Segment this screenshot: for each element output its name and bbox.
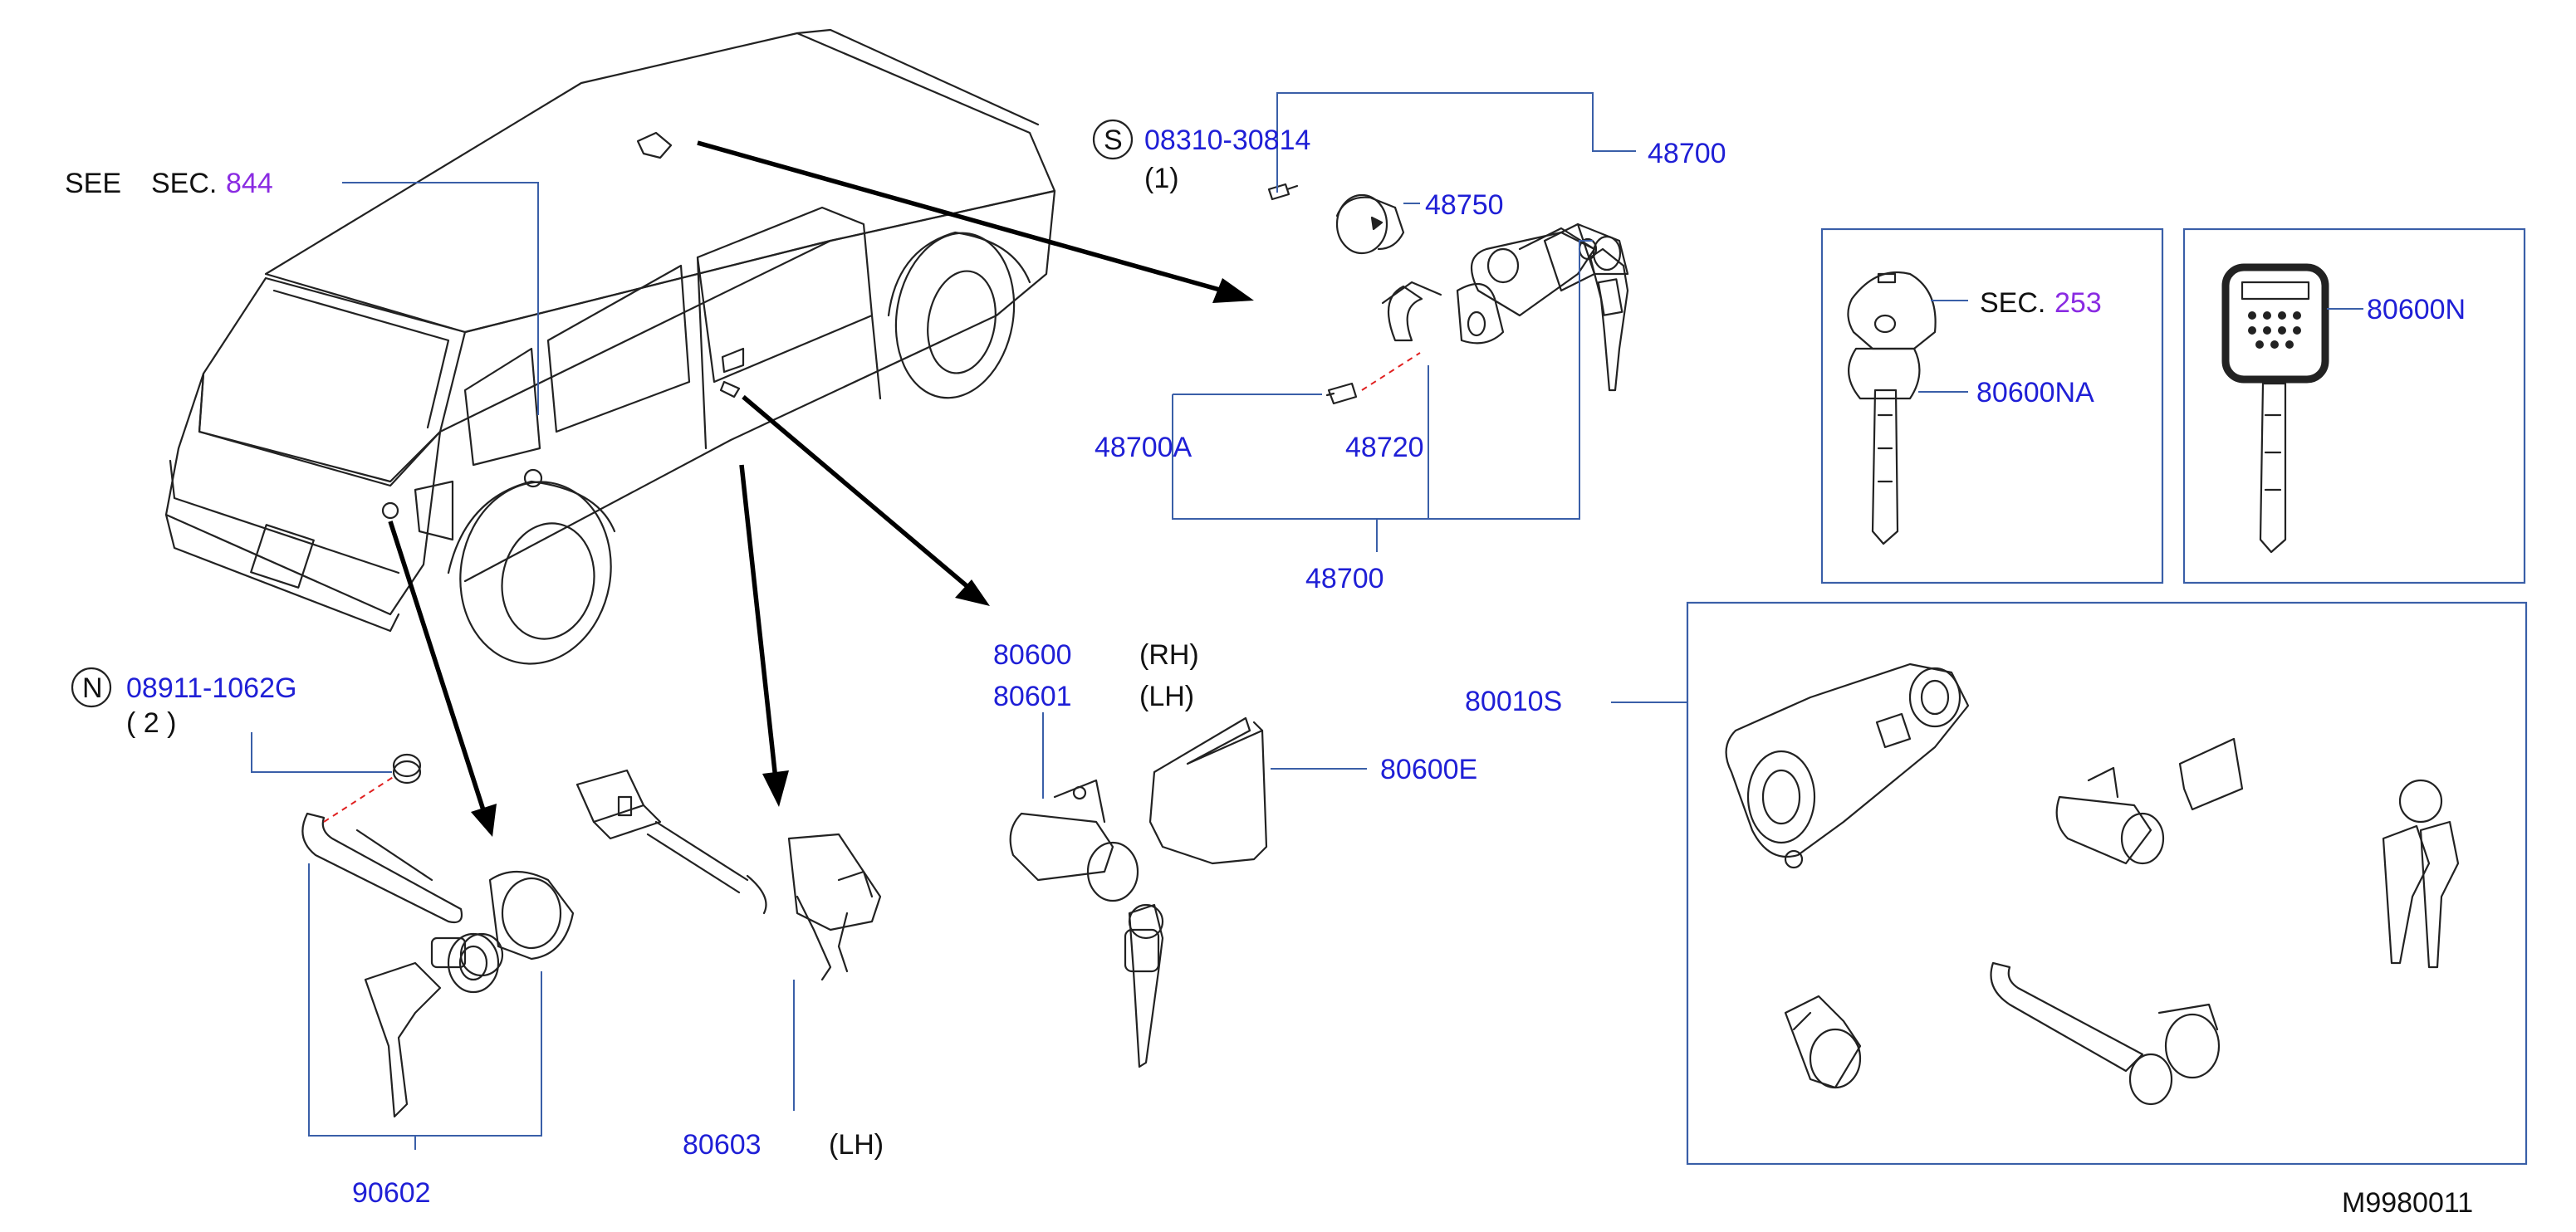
see-label: SEE [65, 168, 121, 199]
ignition-guide-line [1361, 352, 1421, 391]
part-48700-top[interactable]: 48700 [1648, 138, 1726, 169]
part-80601[interactable]: 80601 [993, 681, 1072, 712]
box1-leaders [1918, 300, 1968, 393]
nut-symbol-circle [71, 667, 112, 708]
lock-set-illustration [1725, 662, 2460, 1106]
key-sec253-illustration [1847, 271, 1937, 545]
diagram-id: M9980011 [2342, 1187, 2473, 1219]
see-sec-prefix: SEC. [151, 168, 217, 199]
hatch-lock-assembly [301, 753, 575, 1118]
cable-assembly [575, 769, 882, 981]
lock-set-box-80010s [1686, 601, 2528, 1166]
label-rh: (RH) [1139, 639, 1199, 671]
part-48700-bottom[interactable]: 48700 [1305, 563, 1384, 594]
part-48750[interactable]: 48750 [1425, 189, 1504, 221]
part-48700a[interactable]: 48700A [1095, 432, 1193, 463]
part-08911-1062g[interactable]: 08911-1062G [126, 672, 296, 704]
bolt-symbol: S [1104, 125, 1123, 156]
ignition-leaders [1172, 92, 1636, 552]
lock-clip-80600e [1148, 716, 1268, 865]
bolt-quantity: (1) [1144, 163, 1179, 194]
part-80600e[interactable]: 80600E [1380, 754, 1477, 785]
part-80600n[interactable]: 80600N [2367, 294, 2466, 325]
see-sec-number[interactable]: 844 [226, 168, 273, 199]
hatch-guide-line [323, 775, 395, 823]
part-90602[interactable]: 90602 [352, 1177, 431, 1209]
part-80600[interactable]: 80600 [993, 639, 1072, 671]
key-80600n-illustration [2221, 263, 2329, 554]
sec253-prefix: SEC. [1980, 287, 2045, 319]
ignition-assembly [1267, 183, 1629, 405]
part-80600na[interactable]: 80600NA [1976, 377, 2094, 408]
key-box-sec253 [1820, 227, 2164, 584]
vehicle-illustration [164, 28, 1056, 665]
nut-symbol: N [82, 672, 103, 704]
part-48720[interactable]: 48720 [1345, 432, 1424, 463]
label-lh-1: (LH) [1139, 681, 1194, 712]
part-80603[interactable]: 80603 [683, 1129, 762, 1161]
key-box-80600n [2182, 227, 2526, 584]
door-lock-assembly [1009, 779, 1164, 1068]
bolt-symbol-circle [1092, 119, 1134, 160]
label-lh-2: (LH) [829, 1129, 884, 1161]
misc-leaders [251, 182, 1367, 1150]
pointer-arrows [388, 140, 1254, 837]
sec253-number[interactable]: 253 [2054, 287, 2102, 319]
part-80010s[interactable]: 80010S [1465, 686, 1562, 717]
part-08310-30814[interactable]: 08310-30814 [1144, 125, 1310, 156]
nut-quantity: ( 2 ) [126, 707, 176, 739]
